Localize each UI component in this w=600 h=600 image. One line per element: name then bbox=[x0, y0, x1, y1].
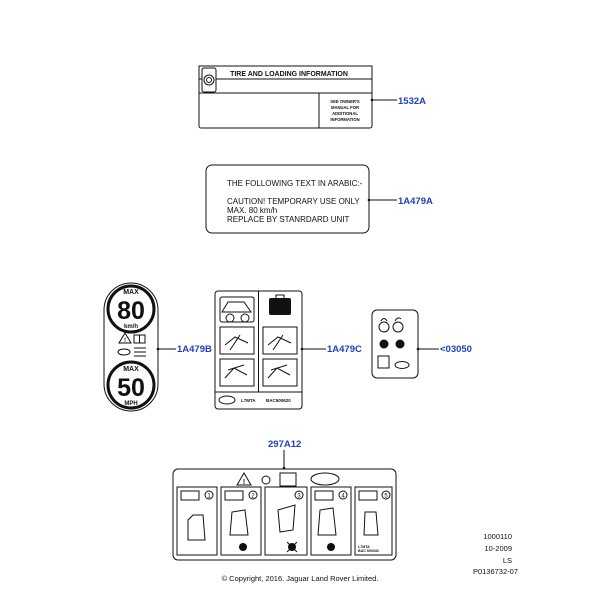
step-pictogram bbox=[262, 326, 298, 355]
land-rover-logo-icon bbox=[117, 348, 131, 356]
step-pictogram bbox=[219, 326, 255, 355]
jack-step-panel bbox=[310, 486, 352, 556]
wheel-change-label: L7MTA BAC500620 1A479C bbox=[214, 290, 362, 410]
seat-pictogram bbox=[317, 507, 337, 536]
tire-label-note-3: ADDITIONAL bbox=[332, 111, 358, 116]
seat-pictogram bbox=[229, 509, 249, 536]
warning-triangle-icon bbox=[236, 472, 252, 486]
mph-unit: MPH bbox=[124, 401, 137, 407]
tire-label-note-4: INFORMATION bbox=[330, 117, 359, 122]
drawing-date: 10-2009 bbox=[484, 544, 512, 553]
callout-1a479a[interactable]: 1A479A bbox=[398, 196, 433, 207]
callout-297a12[interactable]: 297A12 bbox=[268, 439, 301, 450]
key-lock-label: <03050 bbox=[371, 309, 472, 379]
arabic-label-line-2: CAUTION! TEMPORARY USE ONLY bbox=[227, 197, 360, 206]
jack-step-panel bbox=[264, 486, 308, 556]
step-pictogram bbox=[219, 358, 255, 387]
jack-pictogram bbox=[277, 504, 296, 533]
drawing-number: P0136732-07 bbox=[472, 567, 518, 576]
svg-text:!: ! bbox=[243, 479, 245, 486]
callout-1a479b[interactable]: 1A479B bbox=[177, 344, 212, 355]
vehicle-pictogram bbox=[219, 296, 255, 323]
mph-value: 50 bbox=[117, 374, 145, 402]
wheel-label-code-right: BAC500620 bbox=[266, 398, 291, 403]
seat-pictogram bbox=[187, 514, 206, 541]
callout-03050[interactable]: <03050 bbox=[440, 344, 472, 355]
svg-text:!: ! bbox=[124, 338, 126, 344]
kmh-disc bbox=[106, 284, 156, 334]
step-number: 4 bbox=[341, 494, 345, 500]
land-rover-logo-icon bbox=[310, 472, 340, 486]
copyright-notice: © Copyright, 2016. Jaguar Land Rover Lim… bbox=[221, 574, 379, 583]
button-icon bbox=[395, 339, 405, 349]
unlock-icon bbox=[392, 321, 404, 333]
callout-1a479c[interactable]: 1A479C bbox=[327, 344, 362, 355]
jack-step-panel bbox=[354, 486, 393, 556]
arabic-label-line-3: MAX. 80 km/h bbox=[227, 206, 277, 215]
land-rover-logo-icon bbox=[394, 361, 410, 369]
tire-label-title: TIRE AND LOADING INFORMATION bbox=[230, 71, 348, 78]
speed-limit-label: MAX 80 km/h ! MAX 50 MPH 1A479B bbox=[103, 282, 212, 412]
lock-icon bbox=[378, 321, 390, 333]
luggage-icon bbox=[269, 298, 291, 315]
land-rover-logo-icon bbox=[218, 395, 236, 405]
mph-max-text: MAX bbox=[123, 366, 139, 373]
tire-label-note-1: SEE OWNER'S bbox=[330, 99, 360, 104]
arabic-label-line-4: REPLACE BY STANRDARD UNIT bbox=[227, 215, 350, 224]
tire-icon bbox=[201, 67, 217, 93]
jack-label-code-2: BAC 500340 bbox=[358, 549, 379, 553]
step-number: 2 bbox=[251, 494, 255, 500]
step-number: 1 bbox=[207, 494, 211, 500]
kmh-max-text: MAX bbox=[123, 289, 139, 296]
step-number: 5 bbox=[384, 494, 388, 500]
manual-book-icon bbox=[377, 355, 390, 369]
tire-loading-label: TIRE AND LOADING INFORMATION SEE OWNER'S… bbox=[198, 65, 426, 129]
jack-step-panel bbox=[220, 486, 262, 556]
kmh-unit: km/h bbox=[124, 324, 138, 330]
button-icon bbox=[379, 339, 389, 349]
jack-step-panel bbox=[176, 486, 218, 556]
jacking-label: 297A12 ! 1 2 3 4 5 bbox=[172, 439, 397, 561]
warning-triangle-icon bbox=[118, 332, 132, 344]
arabic-caution-label: THE FOLLOWING TEXT IN ARABIC:- CAUTION! … bbox=[205, 164, 433, 234]
drawing-code: 1000110 bbox=[483, 532, 512, 541]
step-pictogram bbox=[262, 358, 298, 387]
jack-label-code-1: L7MTA bbox=[358, 545, 370, 549]
wheel-label-code-left: L7MTA bbox=[241, 398, 256, 403]
mph-disc bbox=[106, 360, 156, 410]
drawing-initials: LS bbox=[502, 556, 512, 565]
arabic-label-line-1: THE FOLLOWING TEXT IN ARABIC:- bbox=[227, 179, 363, 188]
manual-book-icon bbox=[279, 472, 297, 487]
kmh-value: 80 bbox=[117, 297, 145, 325]
step-number: 3 bbox=[297, 494, 301, 500]
tire-label-note-2: MANUAL FOR bbox=[331, 105, 359, 110]
hazard-light-icon bbox=[261, 475, 271, 485]
seat-pictogram bbox=[363, 511, 379, 536]
callout-1532a[interactable]: 1532A bbox=[398, 96, 426, 107]
